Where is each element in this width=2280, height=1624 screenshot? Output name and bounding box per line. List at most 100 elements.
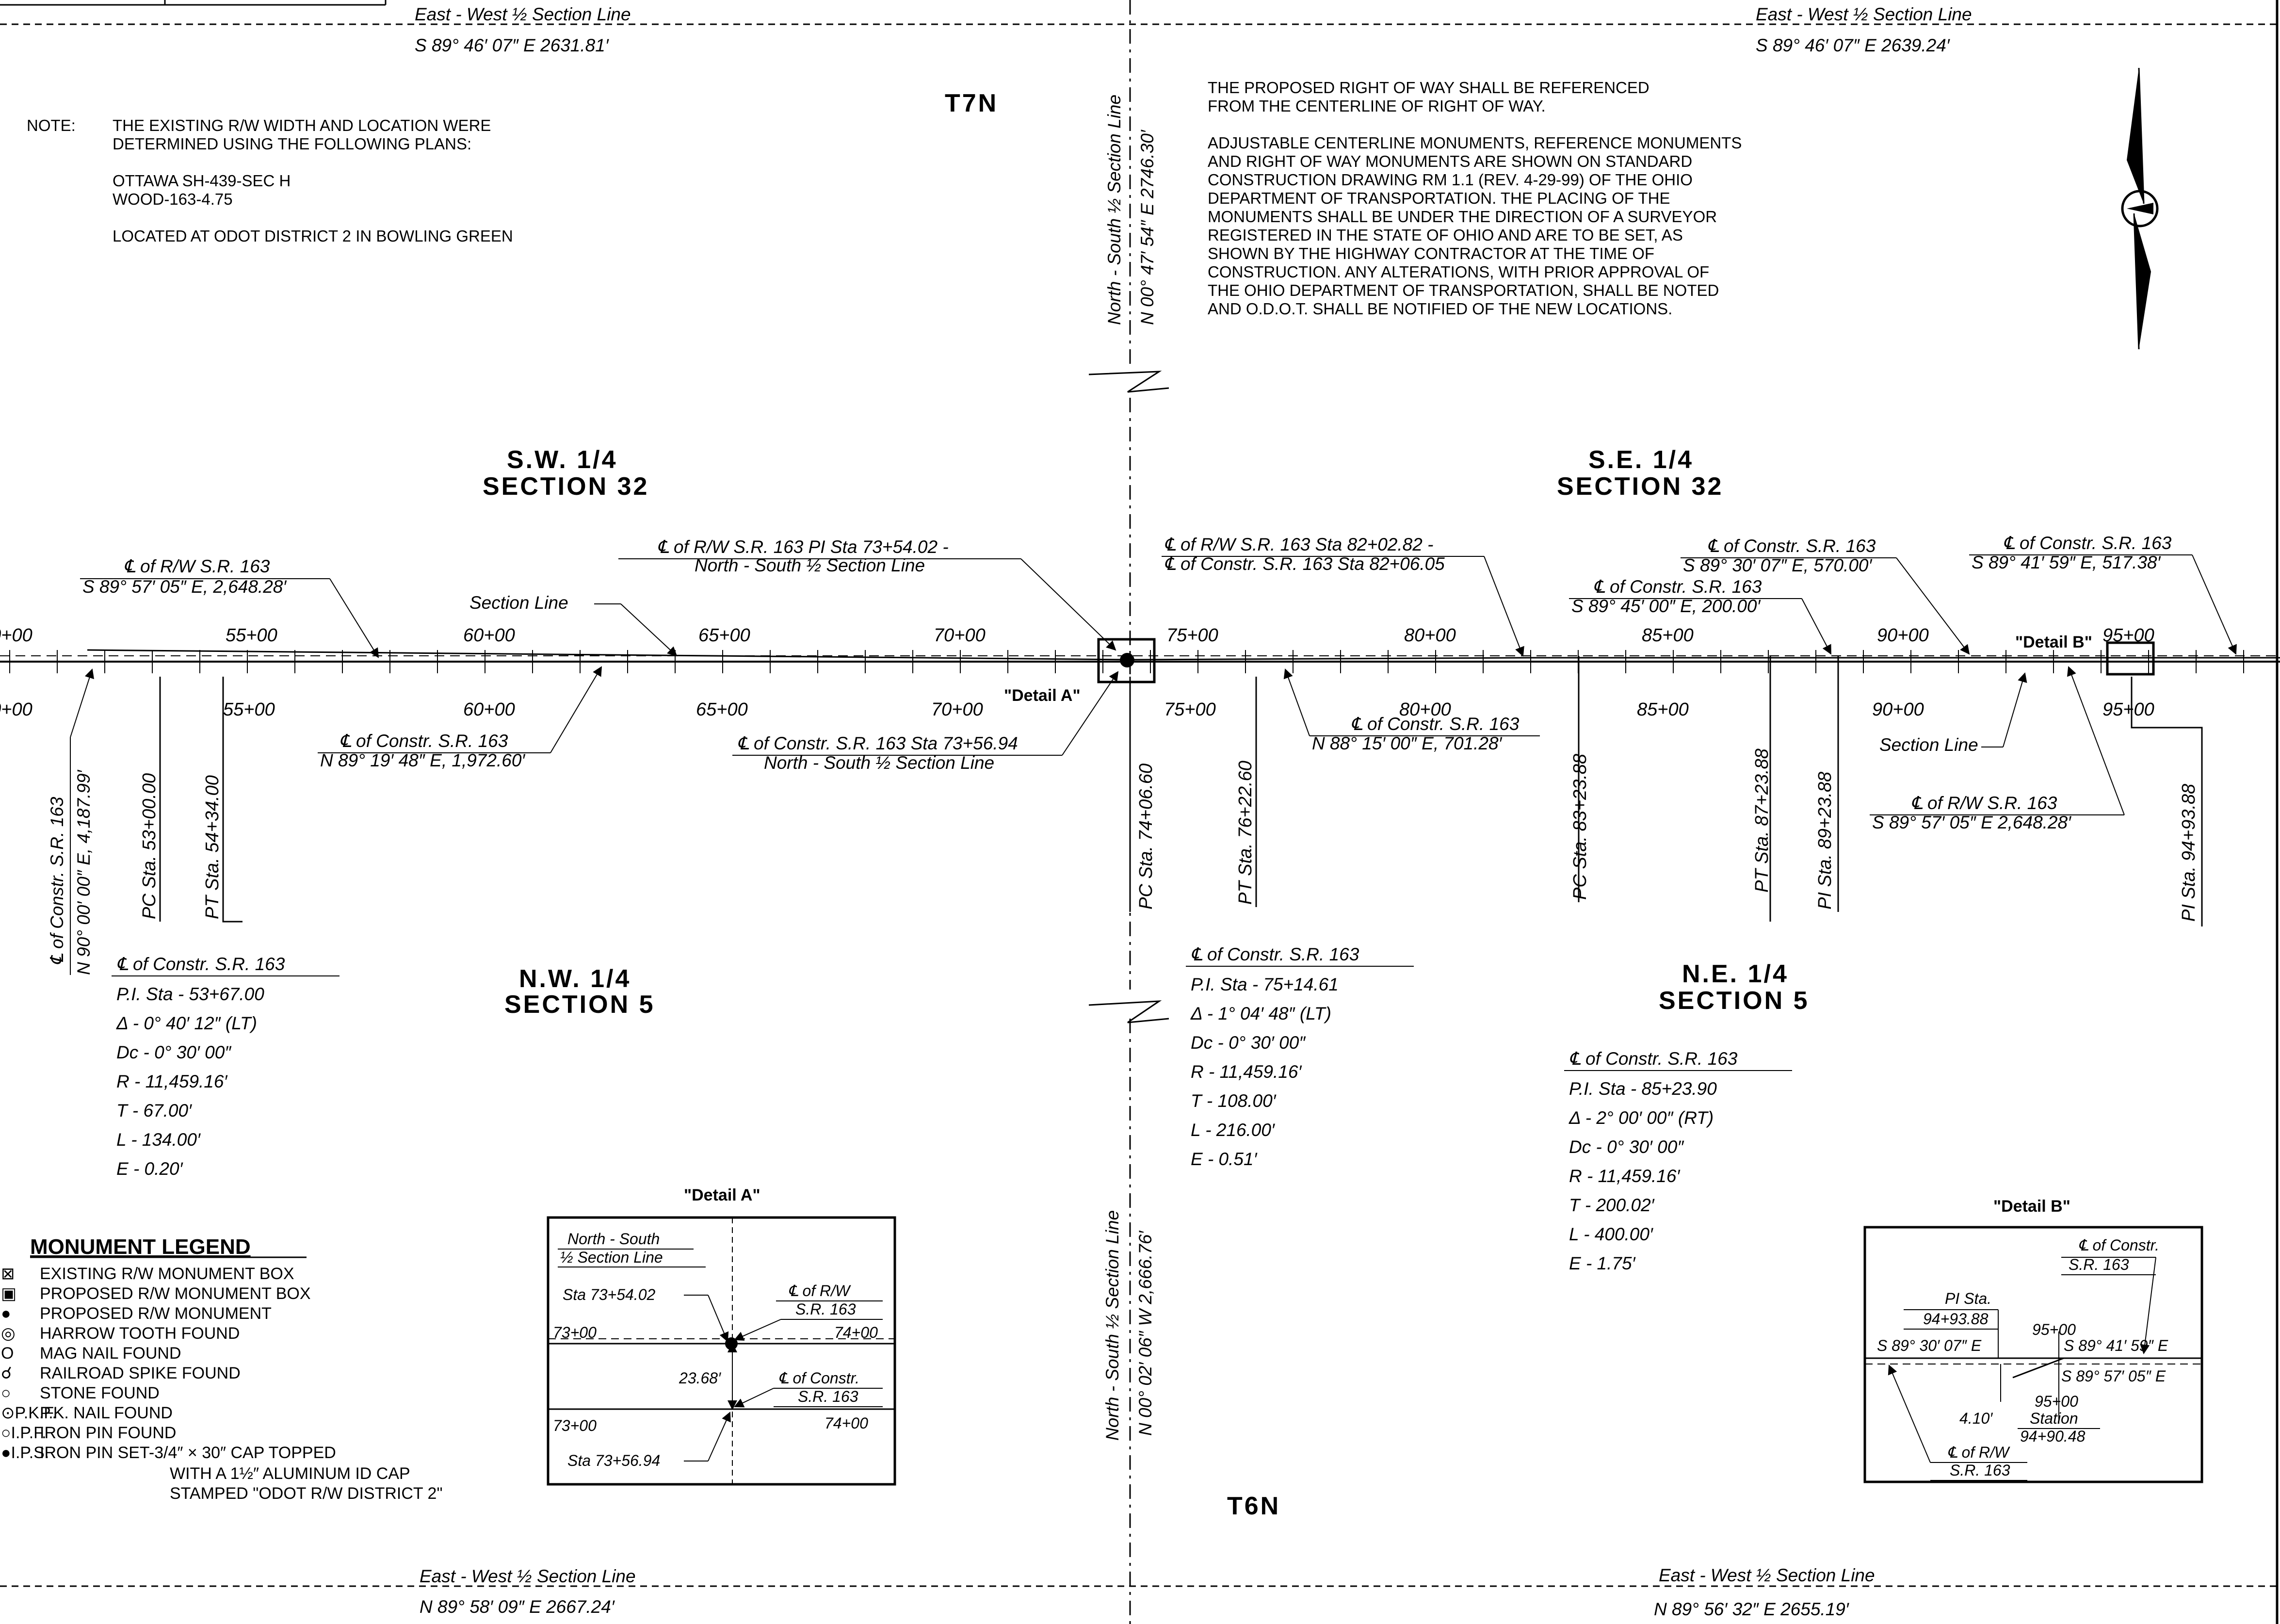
legend-item: PROPOSED R/W MONUMENT	[40, 1304, 272, 1323]
detail-b-constr-label: ℄ of Constr.	[2078, 1236, 2159, 1254]
curve-title: ℄ of Constr. S.R. 163	[116, 954, 285, 974]
general-note-line: SHOWN BY THE HIGHWAY CONTRACTOR AT THE T…	[1208, 244, 1654, 262]
detail-b-ref: "Detail B"	[2015, 633, 2092, 651]
legend-continuation: WITH A 1½″ ALUMINUM ID CAP	[170, 1464, 410, 1483]
constr-se2-title: ℄ of Constr. S.R. 163	[1593, 577, 1762, 597]
township-north: T7N	[945, 89, 998, 117]
station-label-bottom: 95+00	[2102, 699, 2154, 720]
constr-w-bearing: N 89° 19′ 48″ E, 1,972.60′	[320, 750, 525, 770]
nw-section: SECTION 5	[504, 991, 655, 1019]
note-line-2: DETERMINED USING THE FOLLOWING PLANS:	[113, 135, 471, 153]
general-note-line: ADJUSTABLE CENTERLINE MONUMENTS, REFEREN…	[1208, 134, 1742, 152]
constr-se3-title: ℄ of Constr. S.R. 163	[2003, 533, 2172, 553]
detail-b-9500: 95+00	[2032, 1321, 2076, 1338]
note-line-1: THE EXISTING R/W WIDTH AND LOCATION WERE	[113, 116, 491, 134]
detail-a: "Detail A" North - South ½ Section Line …	[547, 1186, 896, 1486]
detail-a-7400-top: 74+00	[834, 1324, 878, 1341]
ns-top-bearing: N 00° 47′ 54″ E 2746.30′	[1137, 130, 1157, 325]
legend-symbol-icon: ⊙P.K.F.	[1, 1404, 57, 1422]
rw-left-title: ℄ of R/W S.R. 163	[124, 556, 270, 576]
ne-quarter: N.E. 1/4	[1682, 960, 1789, 988]
legend-item: HARROW TOOTH FOUND	[40, 1324, 240, 1343]
curve-data-line: Dc - 0° 30′ 00″	[1191, 1033, 1306, 1053]
detail-a-constr-label: ℄ of Constr.	[778, 1369, 859, 1387]
note-block: NOTE: THE EXISTING R/W WIDTH AND LOCATIO…	[27, 116, 513, 245]
proposed-monument-icon	[1120, 653, 1134, 667]
legend-symbol-icon: ○I.P.F.	[1, 1424, 47, 1442]
detail-b-station-value: 94+90.48	[2020, 1428, 2086, 1445]
vertical-station-label: PI Sta. 94+93.88	[2179, 784, 2199, 922]
station-label-bottom: 50+00	[0, 699, 32, 720]
township-south: T6N	[1227, 1492, 1280, 1520]
centerline-constr	[0, 649, 2280, 673]
station-label-bottom: 75+00	[1164, 699, 1216, 720]
legend-symbol-icon: ○	[1, 1384, 11, 1402]
station-label-bottom: 70+00	[931, 699, 983, 720]
note-line-4: WOOD-163-4.75	[113, 190, 233, 208]
curve-data-line: E - 0.51′	[1191, 1149, 1258, 1169]
detail-b-title: "Detail B"	[1993, 1197, 2070, 1216]
vertical-constr-label: ℄ of Constr. S.R. 163	[47, 796, 67, 965]
constr-88-title: ℄ of Constr. S.R. 163	[1351, 714, 1520, 734]
sw-section: SECTION 32	[483, 472, 649, 501]
constr-se1-title: ℄ of Constr. S.R. 163	[1707, 536, 1876, 556]
curve-title: ℄ of Constr. S.R. 163	[1191, 944, 1359, 964]
constr-se1-bearing: S 89° 30′ 07″ E, 570.00′	[1683, 555, 1873, 575]
sw-quarter: S.W. 1/4	[507, 446, 618, 474]
detail-b: "Detail B" ℄ of Constr. S.R. 163 PI Sta.…	[1863, 1197, 2203, 1483]
detail-b-bearing-right: S 89° 41′ 59″ E	[2064, 1337, 2168, 1354]
constr-w-title: ℄ of Constr. S.R. 163	[340, 731, 508, 751]
general-note-line: CONSTRUCTION DRAWING RM 1.1 (REV. 4-29-9…	[1208, 171, 1693, 189]
station-leader-line	[222, 677, 243, 923]
legend-item: RAILROAD SPIKE FOUND	[40, 1364, 241, 1382]
station-leader-line	[2131, 677, 2203, 926]
detail-a-ns-line2: ½ Section Line	[560, 1249, 663, 1266]
curve-data-line: T - 67.00′	[116, 1101, 192, 1121]
legend-symbol-icon: ☌	[1, 1364, 12, 1382]
general-note-line: AND RIGHT OF WAY MONUMENTS ARE SHOWN ON …	[1208, 152, 1692, 170]
constr-labels-below: ℄ of Constr. S.R. 163 N 89° 19′ 48″ E, 1…	[47, 666, 2125, 975]
curve-data-line: Δ - 1° 04′ 48″ (LT)	[1190, 1004, 1331, 1023]
detail-a-dist: 23.68′	[679, 1369, 721, 1387]
station-label-bottom: 60+00	[463, 699, 515, 720]
station-label-top: 60+00	[463, 625, 515, 646]
station-label-top: 65+00	[698, 625, 750, 646]
detail-a-7400-bot: 74+00	[825, 1414, 868, 1432]
curve-data-line: E - 0.20′	[116, 1159, 183, 1179]
curve-data-line: Dc - 0° 30′ 00″	[116, 1042, 232, 1062]
legend-symbol-icon: ▣	[1, 1284, 16, 1303]
pi-title: ℄ of R/W S.R. 163 PI Sta 73+54.02 -	[657, 537, 949, 557]
curve-data-line: T - 108.00′	[1191, 1091, 1277, 1111]
detail-b-bearing-left: S 89° 30′ 07″ E	[1877, 1337, 1982, 1354]
station-label-top: 80+00	[1404, 625, 1456, 646]
se-quarter: S.E. 1/4	[1588, 446, 1694, 474]
legend-item: MAG NAIL FOUND	[40, 1344, 181, 1363]
detail-a-ref: "Detail A"	[1004, 686, 1081, 705]
bottom-left-section-line-label: East - West ½ Section Line	[420, 1566, 636, 1586]
curve-data-line: T - 200.02′	[1569, 1195, 1655, 1215]
legend-symbol-icon: ⊠	[1, 1265, 15, 1283]
detail-a-rw-label: ℄ of R/W	[788, 1282, 851, 1299]
rw-right-title: ℄ of R/W S.R. 163	[1911, 793, 2057, 813]
legend-symbol-icon: ●	[1, 1304, 11, 1323]
legend-continuation: STAMPED "ODOT R/W DISTRICT 2"	[170, 1484, 443, 1503]
rw-right-bearing: S 89° 57′ 05″ E 2,648.28′	[1872, 812, 2071, 832]
detail-a-box	[1097, 638, 1156, 683]
bottom-right-section-line-label: East - West ½ Section Line	[1659, 1565, 1875, 1585]
vertical-station-label: PT Sta. 87+23.88	[1752, 748, 1772, 893]
top-left-section-line-label: East - West ½ Section Line	[415, 4, 631, 24]
general-notes: THE PROPOSED RIGHT OF WAY SHALL BE REFER…	[1208, 79, 1742, 318]
detail-b-box	[2106, 641, 2155, 676]
rw82-title: ℄ of R/W S.R. 163 Sta 82+02.82 -	[1164, 535, 1433, 554]
curve-data-line: P.I. Sta - 53+67.00	[116, 984, 264, 1004]
detail-a-rw-label2: S.R. 163	[795, 1300, 856, 1318]
top-right-section-line-label: East - West ½ Section Line	[1756, 4, 1972, 24]
section-line-label: Section Line	[469, 593, 568, 613]
rw-labels: ℄ of R/W S.R. 163 S 89° 57′ 05″ E, 2,648…	[80, 533, 2237, 705]
legend-symbol-icon: ●I.P.S.	[1, 1444, 49, 1462]
monument-legend: MONUMENT LEGEND ⊠EXISTING R/W MONUMENT B…	[1, 1235, 443, 1503]
top-left-section-line-bearing: S 89° 46′ 07″ E 2631.81′	[415, 35, 609, 55]
nw-quarter: N.W. 1/4	[519, 965, 631, 993]
vertical-station-label: PC Sta. 83+23.88	[1570, 754, 1590, 900]
ns-bottom-bearing: N 00° 02′ 06″ W 2,666.76′	[1135, 1231, 1155, 1436]
